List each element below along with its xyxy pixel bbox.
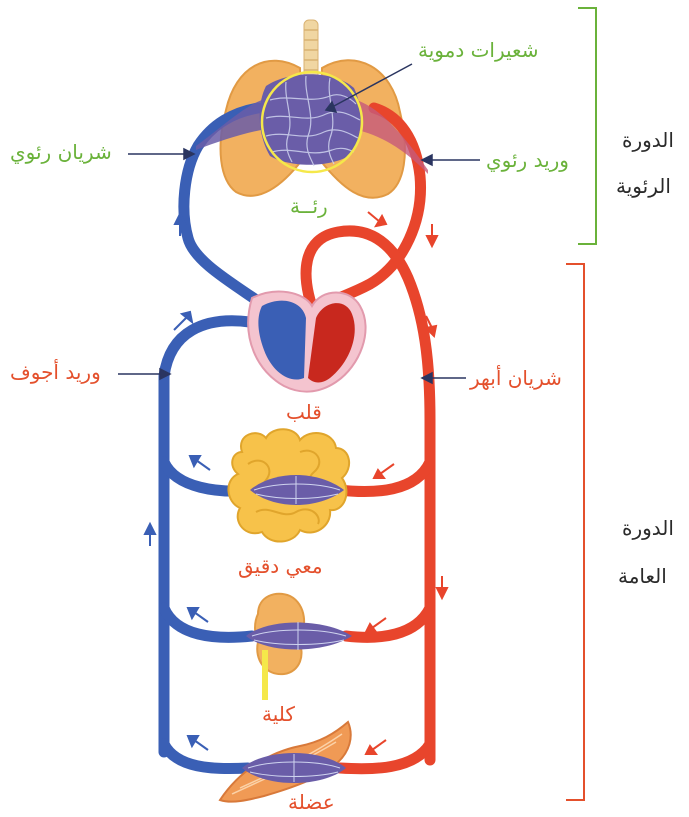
arrow-icon	[366, 740, 386, 754]
pointer-aorta	[422, 373, 466, 383]
systemic-circuit-label-line2: العامة	[618, 566, 667, 586]
pulmonary-circuit-label-line1: الدورة	[622, 130, 674, 150]
vena-cava-vessel	[164, 321, 250, 752]
arrow-up-icon	[145, 524, 155, 546]
kidney-label: كلية	[262, 704, 295, 724]
arrow-icon	[188, 608, 208, 622]
systemic-circuit-label-line1: الدورة	[622, 518, 674, 538]
pointer-pulmonary-artery	[128, 149, 194, 159]
pulmonary-vein-label: وريد رئوي	[486, 150, 569, 170]
pulmonary-circuit-label-line2: الرئوية	[616, 176, 671, 196]
pulmonary-artery-label: شريان رئوي	[10, 142, 112, 162]
aorta-label: شريان أبهر	[470, 368, 562, 388]
arrow-icon	[188, 736, 208, 750]
heart	[248, 292, 365, 392]
kidney-supply-vessel	[346, 608, 430, 637]
muscle-supply-vessel	[340, 744, 430, 769]
ureter	[262, 650, 268, 700]
small-intestine-label: معي دقيق	[238, 556, 323, 576]
arrow-icon	[368, 212, 386, 226]
lung-label: رئــة	[290, 196, 328, 216]
systemic-circuit-bracket	[566, 264, 584, 800]
capillaries-label: شعيرات دموية	[418, 40, 538, 60]
pointer-vena-cava	[118, 369, 170, 379]
kidney-return-vessel	[164, 608, 252, 637]
vena-cava-label: وريد أجوف	[10, 362, 101, 382]
arrow-icon	[374, 464, 394, 478]
pulmonary-circuit-bracket	[578, 8, 596, 244]
arrow-icon	[190, 456, 210, 470]
pointer-pulmonary-vein	[422, 155, 480, 165]
arrow-down-icon	[437, 576, 447, 598]
muscle-label: عضلة	[288, 792, 335, 812]
heart-label: قلب	[286, 402, 322, 422]
arrow-icon	[366, 618, 386, 632]
arrow-down-icon	[427, 224, 437, 246]
